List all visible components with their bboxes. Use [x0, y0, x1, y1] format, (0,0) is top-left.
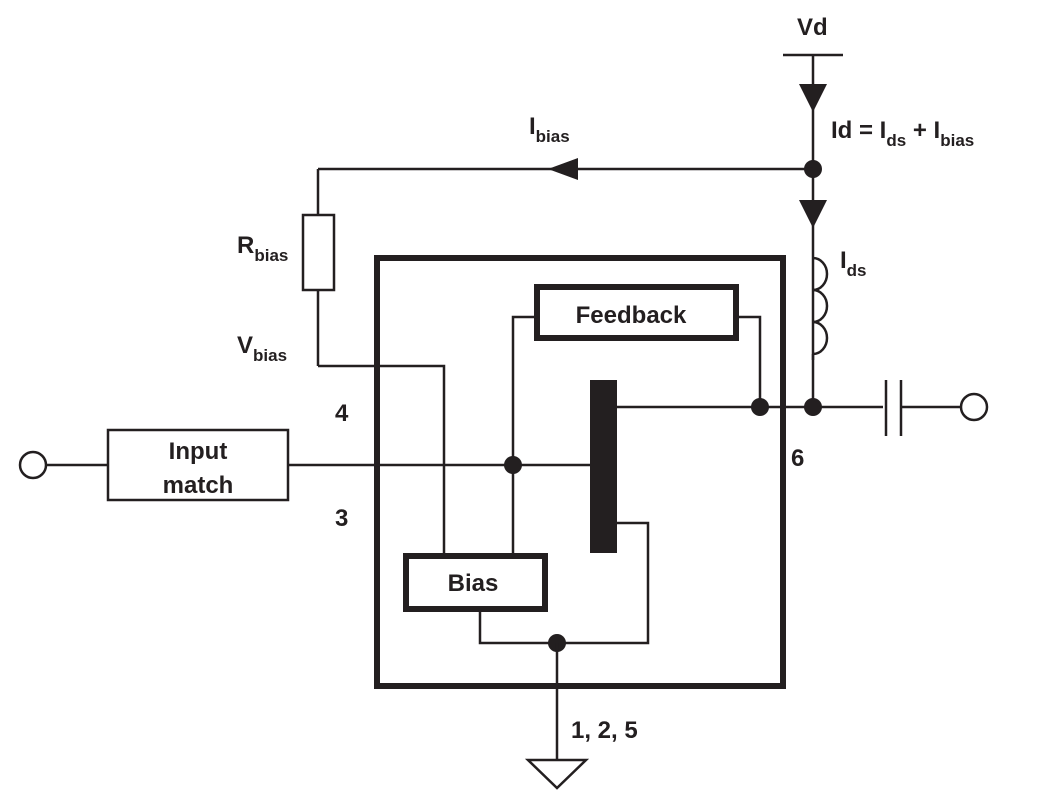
- ids-label: Ids: [840, 247, 867, 280]
- input-match-label-line2: match: [163, 472, 234, 499]
- feedback-drain-dot: [751, 398, 769, 416]
- ground-icon: [524, 758, 590, 790]
- bias-label: Bias: [448, 570, 499, 597]
- ic-package: [374, 255, 786, 689]
- ids-arrow: [799, 200, 827, 228]
- vbias-to-bias-wire: [318, 364, 446, 556]
- id-arrow: [799, 84, 827, 112]
- transistor-bar: [590, 380, 617, 553]
- output-junction-dot: [804, 398, 822, 416]
- feedback-label: Feedback: [576, 302, 687, 329]
- rbias-label: Rbias: [237, 232, 288, 265]
- ids-inductor-icon: [812, 256, 829, 356]
- ground-pins-label: 1, 2, 5: [571, 717, 638, 744]
- input-terminal: [18, 450, 48, 480]
- rbias-resistor: [301, 213, 336, 292]
- feedback-left-wire: [511, 315, 537, 556]
- input-match-label-line1: Input: [169, 438, 228, 465]
- pin3-label: 3: [335, 505, 348, 532]
- pin4-label: 4: [335, 400, 349, 427]
- pin6-label: 6: [791, 445, 804, 472]
- bias-block: [403, 553, 548, 612]
- output-terminal: [959, 392, 989, 422]
- ibias-label: Ibias: [529, 113, 570, 146]
- vbias-label: Vbias: [237, 332, 287, 365]
- feedback-block: [534, 284, 739, 341]
- id-equation-label: Id = Ids + Ibias: [831, 117, 974, 150]
- bias-ground-wire: [478, 521, 650, 645]
- vd-label: Vd: [797, 14, 828, 41]
- feedback-right-wire: [736, 315, 762, 407]
- gate-junction-dot: [504, 456, 522, 474]
- ibias-arrow: [548, 158, 578, 180]
